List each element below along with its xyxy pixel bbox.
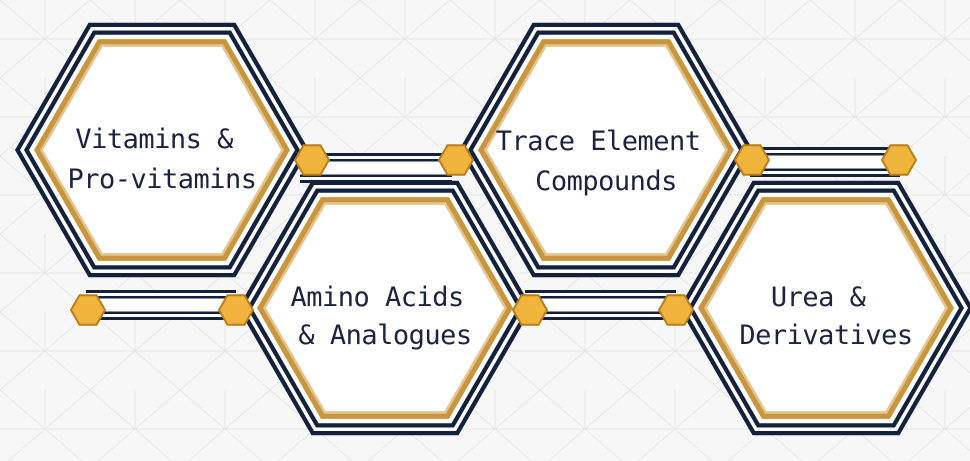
hexagon-label-urea: Urea & Derivatives (739, 282, 912, 351)
hexagon-node-icon (293, 144, 331, 176)
hexagon-label-line: Derivatives (739, 320, 912, 351)
hexagon-label-line: Pro-vitamins (67, 164, 256, 195)
hexagon-label-line: & Analogues (298, 320, 471, 351)
hexagon-label-line: Urea & (771, 282, 867, 313)
hexagon-label-line: Trace Element (496, 126, 701, 157)
hexagon-label-amino: Amino Acids & Analogues (290, 282, 479, 351)
hexagon-label-line: Compounds (535, 166, 677, 197)
hexagon-node-icon (69, 294, 107, 326)
hexagon-trace (459, 22, 753, 278)
hexagon-node-icon (880, 144, 918, 176)
hexagon-label-vitamins: Vitamins & Pro-vitamins (67, 124, 256, 195)
hex-face (43, 46, 281, 254)
hexagon-label-line: Vitamins & (75, 124, 234, 155)
hexagon-shapes (15, 22, 970, 436)
hex-face (266, 204, 504, 412)
hexagon-node-icon (657, 294, 695, 326)
hexagon-urea (679, 180, 970, 436)
hexagon-label-trace: Trace Element Compounds (496, 126, 717, 197)
hexagon-node-icon (733, 144, 771, 176)
hexagon-label-line: Amino Acids (290, 282, 463, 313)
hexagon-amino (238, 180, 532, 436)
hex-face (487, 46, 725, 254)
hexagon-node-icon (437, 144, 475, 176)
hex-face (707, 204, 945, 412)
hexagon-vitamins (15, 22, 309, 278)
connector-nodes (69, 144, 918, 326)
hexagon-node-icon (511, 294, 549, 326)
hexagon-node-icon (217, 294, 255, 326)
